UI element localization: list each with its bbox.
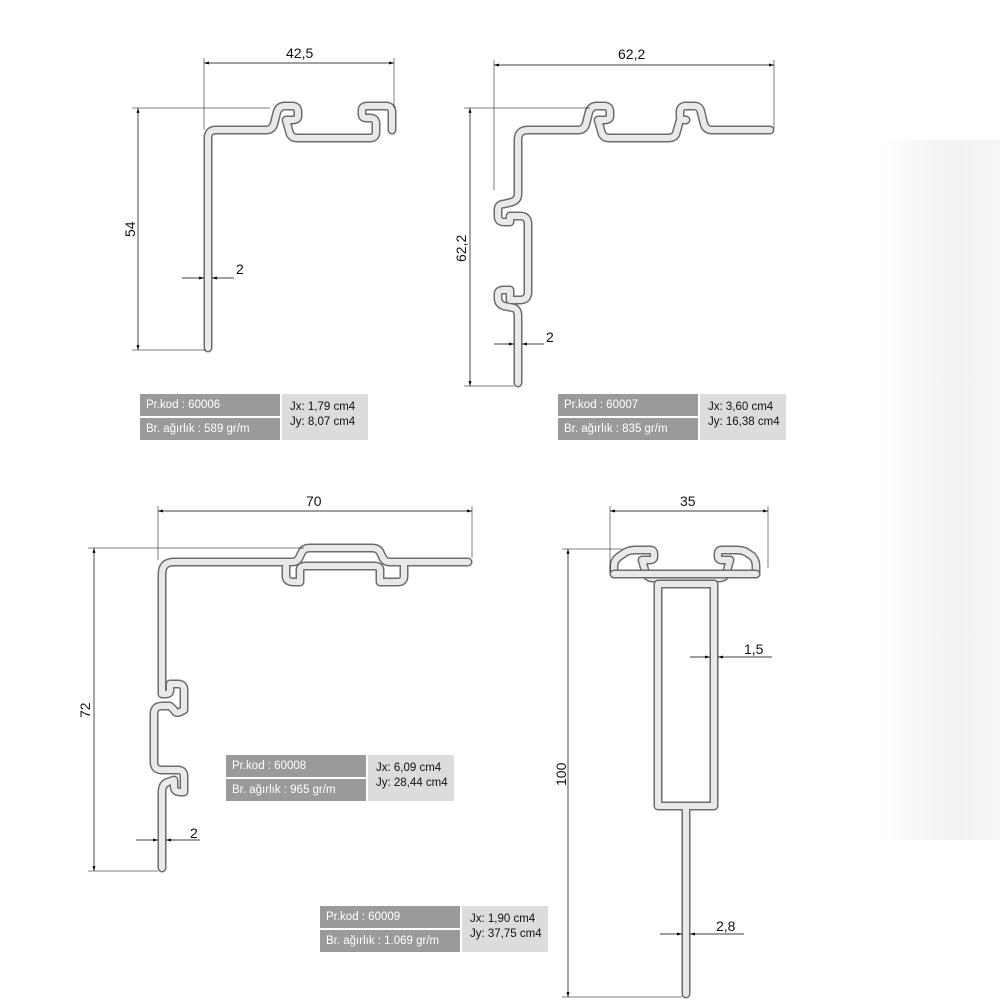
profile-60006: 42,5 54 2 <box>122 45 397 353</box>
height-dimension-label: 62,2 <box>453 235 469 262</box>
unit-weight: Br. ağırlık : 965 gr/m <box>226 779 366 801</box>
profile-60008: 70 72 2 <box>77 493 473 873</box>
inertia-values: Jx: 6,09 cm4 Jy: 28,44 cm4 <box>368 755 454 801</box>
unit-weight: Br. ağırlık : 835 gr/m <box>558 418 698 440</box>
profile-60006-info: Pr.kod : 60006 Br. ağırlık : 589 gr/m Jx… <box>140 394 370 440</box>
inertia-values: Jx: 3,60 cm4 Jy: 16,38 cm4 <box>700 394 786 440</box>
jx-value: Jx: 6,09 cm4 <box>376 762 442 774</box>
jx-value: Jx: 1,90 cm4 <box>470 913 536 925</box>
profile-60009: 35 100 1,5 2,8 <box>553 493 772 999</box>
height-dimension-label: 100 <box>553 762 569 786</box>
profile-60008-shape <box>149 543 473 873</box>
thickness-dimension-label: 2 <box>190 825 198 841</box>
height-dimension-label: 72 <box>77 702 93 718</box>
width-dimension-label: 42,5 <box>286 45 313 61</box>
width-dimension-label: 70 <box>306 493 322 509</box>
thickness-dimension-label: 2 <box>546 329 554 345</box>
width-dimension-label: 35 <box>680 493 696 509</box>
product-code: Pr.kod : 60007 <box>558 394 698 416</box>
unit-weight: Br. ağırlık : 1.069 gr/m <box>320 930 460 952</box>
product-code: Pr.kod : 60006 <box>140 394 280 416</box>
profile-60006-shape <box>203 101 397 353</box>
profile-60007: 62,2 62,2 2 <box>453 46 775 388</box>
unit-weight: Br. ağırlık : 589 gr/m <box>140 418 280 440</box>
profile-60009-info: Pr.kod : 60009 Br. ağırlık : 1.069 gr/m … <box>320 906 552 952</box>
profile-60007-shape <box>493 101 775 388</box>
profile-60009-shape <box>609 545 761 999</box>
inertia-values: Jx: 1,90 cm4 Jy: 37,75 cm4 <box>462 906 548 952</box>
thickness-dimension-label: 2 <box>236 261 244 277</box>
jy-value: Jy: 37,75 cm4 <box>470 928 542 940</box>
product-code: Pr.kod : 60008 <box>226 755 366 777</box>
height-dimension-label: 54 <box>122 221 138 237</box>
product-code: Pr.kod : 60009 <box>320 906 460 928</box>
background-shading <box>880 140 1000 840</box>
jx-value: Jx: 1,79 cm4 <box>290 401 356 413</box>
width-dimension-label: 62,2 <box>618 46 645 62</box>
jy-value: Jy: 8,07 cm4 <box>290 416 356 428</box>
profile-60007-info: Pr.kod : 60007 Br. ağırlık : 835 gr/m Jx… <box>558 394 788 440</box>
jx-value: Jx: 3,60 cm4 <box>708 401 774 413</box>
jy-value: Jy: 16,38 cm4 <box>708 416 780 428</box>
jy-value: Jy: 28,44 cm4 <box>376 777 448 789</box>
profile-60008-info: Pr.kod : 60008 Br. ağırlık : 965 gr/m Jx… <box>226 755 456 801</box>
thickness-dimension-label: 2,8 <box>716 918 736 934</box>
inertia-values: Jx: 1,79 cm4 Jy: 8,07 cm4 <box>282 394 368 440</box>
wall-dimension-label: 1,5 <box>744 641 764 657</box>
